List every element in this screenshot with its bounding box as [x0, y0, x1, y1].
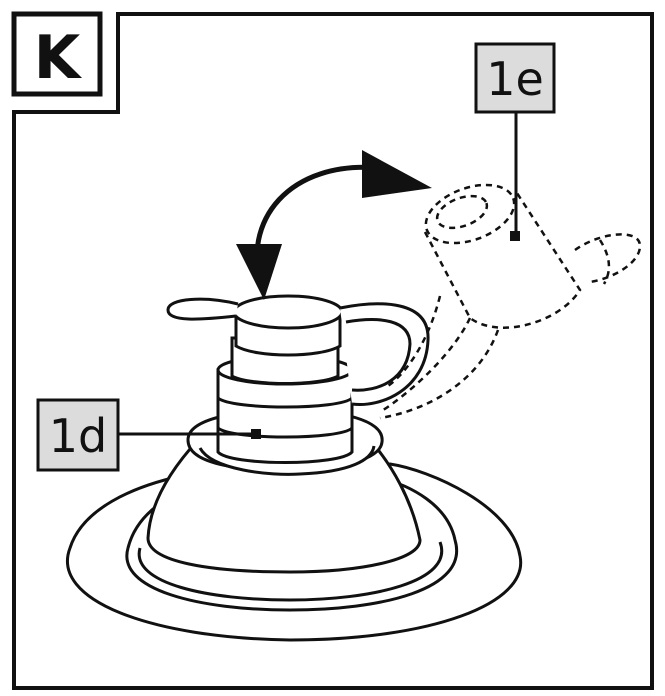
valve-stem — [216, 336, 354, 464]
callout-1e: 1e — [474, 42, 556, 241]
callout-label-1e: 1e — [486, 52, 544, 106]
callout-1d: 1d — [36, 398, 261, 472]
rotate-arrow — [236, 150, 432, 300]
step-letter-box — [11, 11, 103, 97]
callout-label-1d: 1d — [49, 409, 107, 463]
cap-seated — [166, 294, 430, 407]
panel-frame — [12, 12, 654, 690]
step-letter: K — [34, 23, 83, 93]
cap-lifted-ghost — [379, 183, 642, 420]
